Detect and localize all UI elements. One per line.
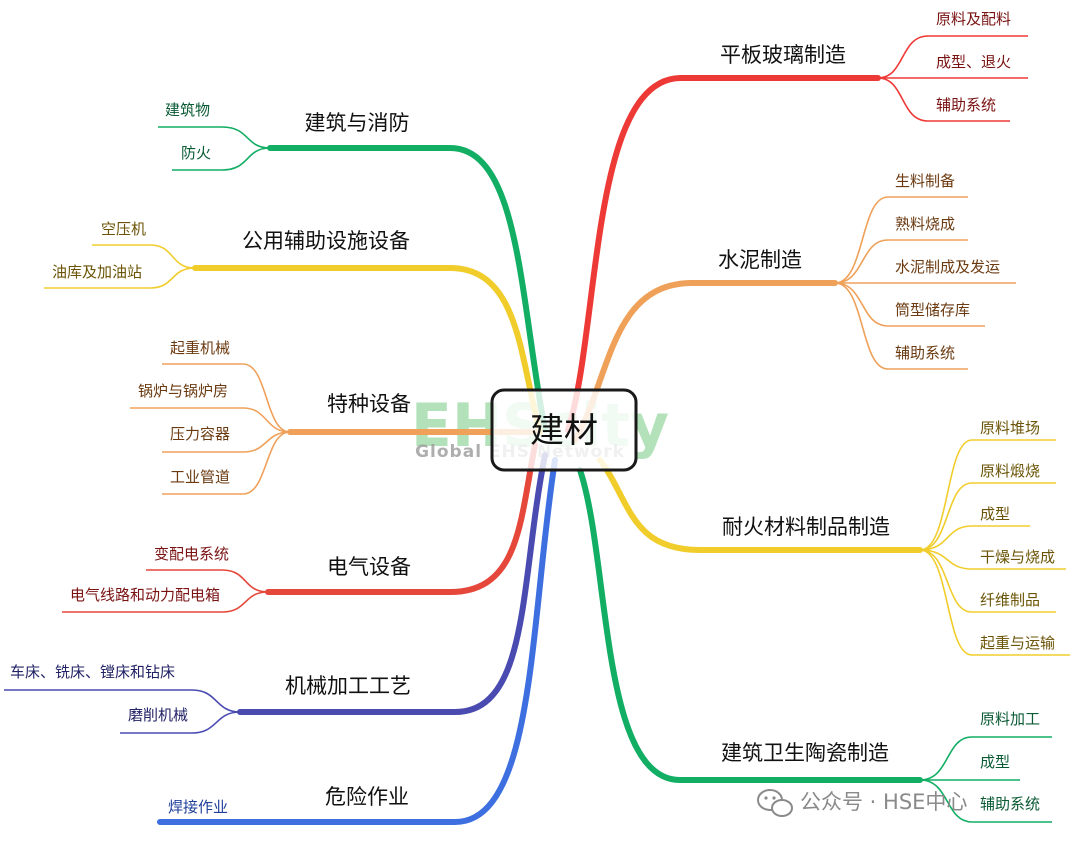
leaf-glass-forming[interactable]: 成型、退火 — [936, 53, 1011, 71]
branch-ceramic: 建筑卫生陶瓷制造 原料加工 成型 辅助系统 — [577, 467, 1052, 823]
branch-electric: 电气设备 变配电系统 电气线路和动力配电箱 — [62, 442, 538, 613]
leaf-cement-dispatch[interactable]: 水泥制成及发运 — [895, 258, 1000, 276]
branch-cement: 水泥制造 生料制备 熟料烧成 水泥制成及发运 筒型储存库 辅助系统 — [572, 172, 1016, 443]
leaf-refractory-calcining[interactable]: 原料煅烧 — [980, 462, 1040, 480]
leaf-machining-lathes[interactable]: 车床、铣床、镗床和钻床 — [10, 663, 175, 681]
leaf-electric-substation[interactable]: 变配电系统 — [154, 545, 229, 563]
leaf-cement-silo[interactable]: 筒型储存库 — [895, 301, 970, 319]
branch-hazard-title[interactable]: 危险作业 — [325, 785, 409, 809]
leaf-cement-clinker[interactable]: 熟料烧成 — [895, 215, 955, 233]
leaf-machining-grinding[interactable]: 磨削机械 — [128, 706, 188, 724]
branch-ceramic-title[interactable]: 建筑卫生陶瓷制造 — [721, 741, 889, 765]
branch-glass: 平板玻璃制造 原料及配料 成型、退火 辅助系统 — [565, 10, 1028, 433]
leaf-glass-raw-material[interactable]: 原料及配料 — [936, 10, 1011, 28]
branch-building-leaf-connectors — [158, 126, 271, 171]
leaf-refractory-lifting[interactable]: 起重与运输 — [980, 634, 1055, 652]
leaf-ceramic-auxiliary[interactable]: 辅助系统 — [980, 795, 1040, 813]
branch-utility-leaf-connectors — [44, 244, 196, 289]
branch-special-leaf-connectors — [130, 363, 291, 495]
branch-building-connector — [267, 145, 548, 433]
leaf-glass-auxiliary[interactable]: 辅助系统 — [936, 96, 996, 114]
branch-refractory: 耐火材料制品制造 原料堆场 原料煅烧 成型 干燥与烧成 纤维制品 起重与运输 — [597, 419, 1070, 656]
leaf-special-pipeline[interactable]: 工业管道 — [170, 468, 230, 486]
wechat-footer: 公众号 · HSE中心 — [757, 789, 967, 817]
leaf-ceramic-forming[interactable]: 成型 — [980, 753, 1010, 771]
wechat-account-label: 公众号 · HSE中心 — [800, 790, 967, 814]
leaf-building-structure[interactable]: 建筑物 — [165, 101, 210, 119]
branch-glass-connector — [565, 75, 881, 433]
leaf-special-boiler[interactable]: 锅炉与锅炉房 — [138, 382, 228, 400]
leaf-cement-auxiliary[interactable]: 辅助系统 — [895, 344, 955, 362]
center-node-label: 建材 — [530, 411, 598, 451]
branch-machining-leaf-connectors — [4, 689, 241, 734]
center-node-box — [490, 388, 638, 472]
branch-ceramic-connector — [577, 467, 923, 783]
leaf-utility-compressor[interactable]: 空压机 — [101, 220, 146, 238]
branch-machining-connector — [237, 452, 548, 715]
leaf-refractory-fiber[interactable]: 纤维制品 — [980, 591, 1040, 609]
branch-glass-title[interactable]: 平板玻璃制造 — [720, 43, 846, 67]
branch-cement-title[interactable]: 水泥制造 — [718, 248, 802, 272]
leaf-hazard-welding[interactable]: 焊接作业 — [168, 798, 228, 816]
branch-building-title[interactable]: 建筑与消防 — [305, 111, 410, 135]
branch-ceramic-leaf-connectors — [919, 736, 1052, 823]
leaf-refractory-drying[interactable]: 干燥与烧成 — [980, 548, 1055, 566]
wechat-icon — [757, 789, 793, 817]
branch-refractory-leaf-connectors — [919, 439, 1070, 656]
leaf-refractory-forming[interactable]: 成型 — [980, 505, 1010, 523]
leaf-ceramic-raw-processing[interactable]: 原料加工 — [980, 710, 1040, 728]
leaf-building-fire[interactable]: 防火 — [181, 144, 211, 162]
leaf-special-crane[interactable]: 起重机械 — [170, 339, 230, 357]
branch-machining: 机械加工工艺 车床、铣床、镗床和钻床 磨削机械 — [4, 452, 548, 734]
leaf-cement-raw-meal[interactable]: 生料制备 — [895, 172, 955, 190]
leaf-electric-wiring[interactable]: 电气线路和动力配电箱 — [70, 586, 220, 604]
branch-refractory-title[interactable]: 耐火材料制品制造 — [722, 515, 890, 539]
branch-electric-leaf-connectors — [62, 569, 269, 613]
center-node[interactable]: 建材 — [490, 388, 638, 472]
branch-hazard-connector — [157, 457, 558, 825]
branch-utility-title[interactable]: 公用辅助设施设备 — [242, 229, 410, 253]
branch-building: 建筑与消防 建筑物 防火 — [158, 101, 548, 433]
branch-electric-connector — [265, 442, 538, 595]
branch-refractory-connector — [597, 457, 923, 553]
branch-special-title[interactable]: 特种设备 — [327, 392, 411, 416]
leaf-refractory-stockyard[interactable]: 原料堆场 — [980, 419, 1040, 437]
leaf-utility-oil-depot[interactable]: 油库及加油站 — [52, 263, 142, 281]
leaf-special-pressure-vessel[interactable]: 压力容器 — [170, 425, 230, 443]
branch-machining-title[interactable]: 机械加工工艺 — [285, 674, 411, 698]
branch-glass-leaf-connectors — [877, 35, 1028, 122]
branch-cement-leaf-connectors — [834, 196, 1016, 370]
branch-hazard: 危险作业 焊接作业 — [157, 457, 558, 825]
branch-electric-title[interactable]: 电气设备 — [327, 555, 411, 579]
